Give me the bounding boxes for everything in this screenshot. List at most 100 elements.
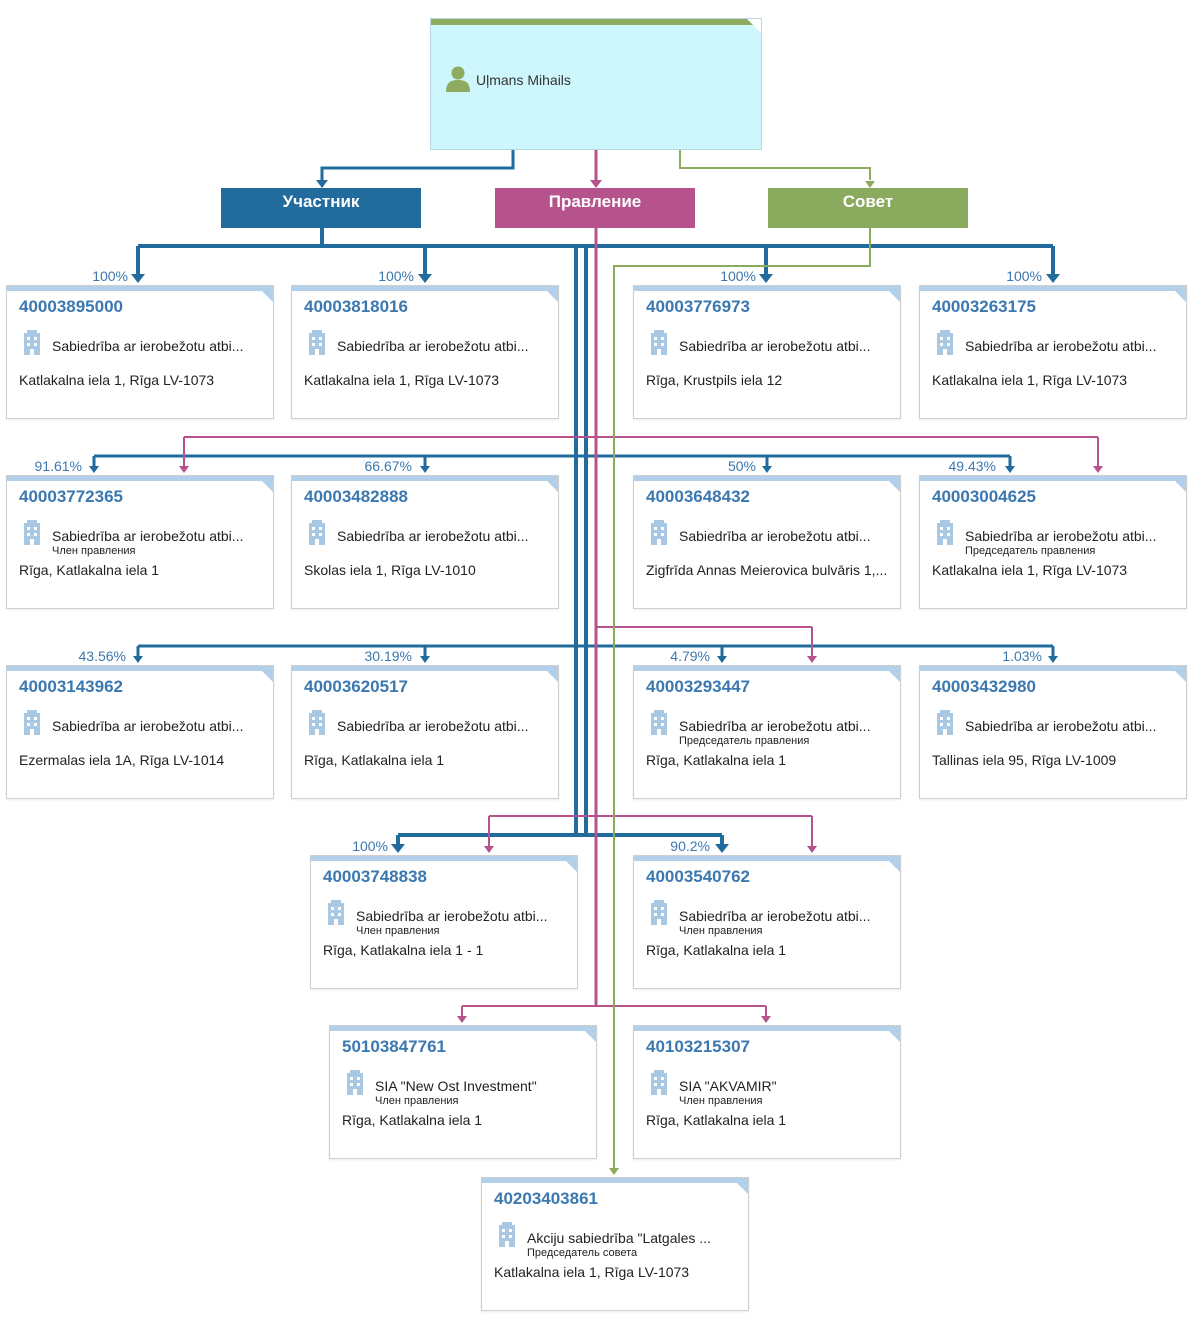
company-code[interactable]: 40003748838 [323, 867, 428, 886]
building-icon [934, 330, 956, 361]
company-code[interactable]: 40003648432 [646, 487, 751, 506]
arrow-head [715, 844, 729, 853]
company-role: Член правления [679, 925, 763, 937]
company-address: Katlakalna iela 1, Rīga LV-1073 [932, 562, 1128, 578]
connector-line [320, 150, 515, 180]
company-name: SIA "New Ost Investment" [375, 1078, 537, 1094]
category-label: Участник [282, 192, 360, 211]
company-code[interactable]: 40003772365 [19, 487, 124, 506]
company-role: Член правления [679, 1095, 763, 1107]
card-header-band [292, 666, 558, 671]
arrow-head [179, 466, 189, 473]
company-code[interactable]: 40203403861 [494, 1189, 599, 1208]
arrow-head [420, 656, 430, 663]
arrow-head [1093, 466, 1103, 473]
share-percentage: 30.19% [364, 648, 412, 664]
corner-fold [747, 19, 761, 33]
corner-fold [884, 666, 900, 682]
person-node[interactable]: Uļmans Mihails [430, 18, 762, 150]
corner-fold [580, 1026, 596, 1042]
company-name: Sabiedrība ar ierobežotu atbi... [337, 338, 529, 354]
person-header-band [431, 19, 761, 25]
card-header-band [7, 666, 273, 671]
corner-fold [1170, 476, 1186, 492]
company-code[interactable]: 50103847761 [342, 1037, 447, 1056]
share-percentage: 43.56% [78, 648, 126, 664]
share-percentage: 4.79% [670, 648, 710, 664]
category-label: Правление [548, 192, 642, 211]
building-icon [648, 900, 670, 931]
share-percentage: 50% [727, 458, 756, 474]
company-code[interactable]: 40003620517 [304, 677, 409, 696]
corner-fold [257, 476, 273, 492]
arrow-head [391, 844, 405, 853]
corner-fold [884, 1026, 900, 1042]
building-icon [306, 710, 328, 741]
card-header-band [634, 1026, 900, 1031]
company-address: Rīga, Katlakalna iela 1 [646, 752, 787, 768]
share-percentage: 91.61% [34, 458, 82, 474]
arrow-head [762, 466, 772, 473]
arrow-head [1005, 466, 1015, 473]
company-address: Rīga, Katlakalna iela 1 [646, 1112, 787, 1128]
company-address: Rīga, Krustpils iela 12 [646, 372, 783, 388]
company-code[interactable]: 40103215307 [646, 1037, 751, 1056]
company-name: Sabiedrība ar ierobežotu atbi... [965, 338, 1157, 354]
category-label: Совет [842, 192, 894, 211]
company-address: Tallinas iela 95, Rīga LV-1009 [932, 752, 1117, 768]
corner-fold [561, 856, 577, 872]
building-icon [496, 1222, 518, 1253]
company-code[interactable]: 40003143962 [19, 677, 124, 696]
building-icon [934, 710, 956, 741]
company-code[interactable]: 40003895000 [19, 297, 124, 316]
company-name: Sabiedrība ar ierobežotu atbi... [52, 338, 244, 354]
company-address: Rīga, Katlakalna iela 1 - 1 [323, 942, 484, 958]
arrow-head [457, 1016, 467, 1023]
arrow-head [1046, 274, 1060, 283]
share-percentage: 49.43% [948, 458, 996, 474]
company-code[interactable]: 40003482888 [304, 487, 409, 506]
company-code[interactable]: 40003263175 [932, 297, 1037, 316]
company-code[interactable]: 40003293447 [646, 677, 751, 696]
building-icon [648, 330, 670, 361]
company-name: Sabiedrība ar ierobežotu atbi... [679, 718, 871, 734]
card-header-band [634, 666, 900, 671]
company-code[interactable]: 40003818016 [304, 297, 409, 316]
company-role: Председатель правления [679, 735, 810, 747]
company-name: Sabiedrība ar ierobežotu atbi... [52, 528, 244, 544]
share-percentage: 100% [1006, 268, 1042, 284]
company-name: Sabiedrība ar ierobežotu atbi... [965, 718, 1157, 734]
building-icon [325, 900, 347, 931]
company-code[interactable]: 40003004625 [932, 487, 1037, 506]
company-address: Zigfrīda Annas Meierovica bulvāris 1,... [646, 562, 888, 578]
category-board[interactable]: Правление [495, 188, 695, 228]
card-header-band [7, 286, 273, 291]
company-code[interactable]: 40003540762 [646, 867, 751, 886]
category-shareholder[interactable]: Участник [221, 188, 421, 228]
company-role: Член правления [356, 925, 440, 937]
company-code[interactable]: 40003776973 [646, 297, 751, 316]
corner-fold [257, 666, 273, 682]
card-header-band [330, 1026, 596, 1031]
company-address: Rīga, Katlakalna iela 1 [646, 942, 787, 958]
company-code[interactable]: 40003432980 [932, 677, 1037, 696]
company-name: SIA "AKVAMIR" [679, 1078, 777, 1094]
category-council[interactable]: Совет [768, 188, 968, 228]
